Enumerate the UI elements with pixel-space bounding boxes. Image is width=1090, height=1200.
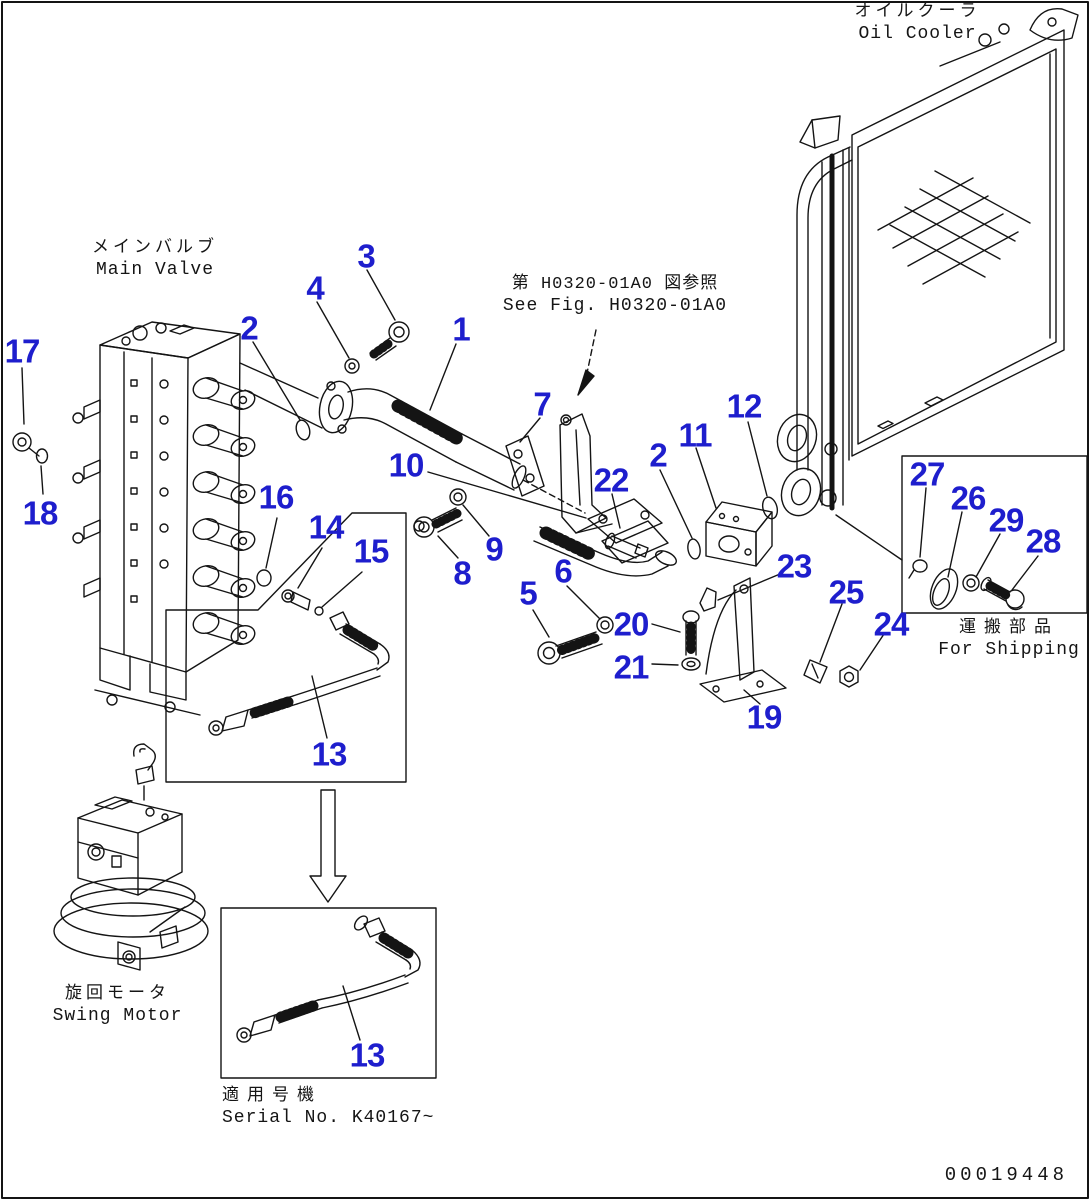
- callout-22-15: 22: [593, 461, 630, 499]
- callout-18-1: 18: [22, 494, 59, 532]
- drawing-number: 00019448: [944, 1164, 1068, 1186]
- fittings-14-15-16-drawing: [256, 517, 363, 616]
- label-for-shipping: 運搬部品 For Shipping: [930, 618, 1088, 662]
- callout-15-10: 15: [353, 532, 390, 570]
- down-arrow: [309, 789, 347, 903]
- callout-11-17: 11: [678, 416, 713, 454]
- callout-10-7: 10: [388, 446, 425, 484]
- swing-motor-drawing: [53, 743, 209, 971]
- callout-2-16: 2: [649, 436, 667, 474]
- callout-16-8: 16: [258, 478, 295, 516]
- bracket-19-drawing: [651, 573, 885, 705]
- callout-13-29: 13: [311, 735, 348, 773]
- label-main-valve-en: Main Valve: [95, 260, 215, 281]
- callout-29-27: 29: [988, 501, 1025, 539]
- label-serial-en: Serial No. K40167~: [222, 1108, 435, 1129]
- label-see-fig-en: See Fig. H0320-01A0: [502, 296, 728, 317]
- callout-5-13: 5: [519, 574, 537, 612]
- block-11-drawing: [659, 421, 779, 567]
- callout-9-12: 9: [485, 530, 503, 568]
- callout-23-19: 23: [776, 547, 813, 585]
- clamp-bolt-drawing: [413, 471, 669, 564]
- callout-1-5: 1: [452, 310, 470, 348]
- see-fig-pointer: [577, 329, 597, 396]
- label-swing-motor: 旋回モータ Swing Motor: [35, 984, 200, 1028]
- label-serial-jp: 適用号機: [222, 1087, 322, 1106]
- callout-3-4: 3: [357, 237, 375, 275]
- callout-13-30: 13: [349, 1036, 386, 1074]
- callout-24-24: 24: [873, 605, 910, 643]
- callout-17-0: 17: [4, 332, 41, 370]
- callout-8-11: 8: [453, 554, 471, 592]
- label-serial: 適用号機 Serial No. K40167~: [222, 1086, 434, 1130]
- callout-6-14: 6: [554, 552, 572, 590]
- main-valve-drawing: [72, 321, 323, 716]
- for-shipping-box-drawing: [901, 455, 1088, 614]
- part-17-18-drawing: [12, 367, 49, 495]
- callout-4-3: 4: [306, 269, 324, 307]
- callout-20-20: 20: [613, 605, 650, 643]
- callout-12-18: 12: [726, 387, 763, 425]
- label-swing-motor-jp: 旋回モータ: [65, 985, 170, 1004]
- bracket-7-drawing: [505, 413, 613, 534]
- callout-2-2: 2: [240, 309, 258, 347]
- label-main-valve-jp: メインバルブ: [92, 239, 218, 258]
- callout-14-9: 14: [308, 508, 345, 546]
- callout-27-25: 27: [909, 455, 946, 493]
- label-oil-cooler-jp: オイルクーラ: [854, 3, 981, 22]
- label-oil-cooler: オイルクーラ Oil Cooler: [840, 2, 995, 46]
- pipe-1-assembly-drawing: [252, 269, 586, 514]
- label-see-fig: 第 H0320-01A0 図参照 See Fig. H0320-01A0: [495, 274, 735, 318]
- label-for-shipping-jp: 運搬部品: [959, 619, 1059, 638]
- pipe-6-assembly-drawing: [532, 493, 677, 665]
- label-oil-cooler-en: Oil Cooler: [858, 24, 977, 45]
- callout-7-6: 7: [533, 385, 551, 423]
- inset-box-1-drawing: [165, 512, 407, 783]
- oil-cooler-drawing: [776, 7, 1079, 561]
- label-see-fig-jp: 第 H0320-01A0 図参照: [511, 275, 719, 294]
- inset-box-2-drawing: [220, 907, 437, 1079]
- callout-19-22: 19: [746, 698, 783, 736]
- callout-28-28: 28: [1025, 522, 1062, 560]
- label-main-valve: メインバルブ Main Valve: [80, 238, 230, 282]
- label-for-shipping-en: For Shipping: [938, 640, 1080, 661]
- callout-25-23: 25: [828, 573, 865, 611]
- callout-21-21: 21: [613, 648, 650, 686]
- callout-26-26: 26: [950, 479, 987, 517]
- label-swing-motor-en: Swing Motor: [52, 1006, 183, 1027]
